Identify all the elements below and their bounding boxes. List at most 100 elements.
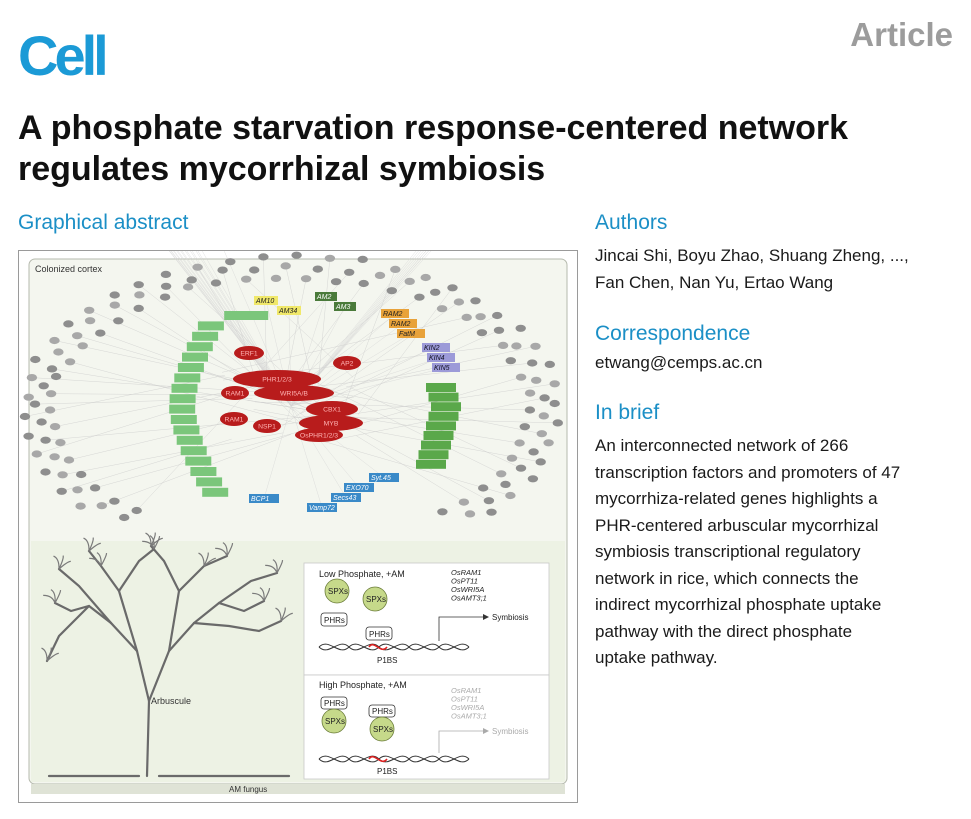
in-brief-line: symbiosis transcriptional regulatory: [595, 542, 861, 561]
promoter-dot: [134, 291, 145, 299]
gene-label-purple: KIN2: [424, 345, 440, 352]
network-edge: [165, 286, 316, 439]
promoter-dot: [291, 251, 302, 259]
tf-label: NSP1: [258, 424, 276, 431]
gene-label-box: [427, 353, 455, 362]
gene-label-right: NPF4.5: [426, 251, 450, 253]
promoter-dot: [506, 454, 518, 462]
fungus-hypha: [31, 784, 565, 794]
gene-label-box: [196, 477, 223, 487]
network-promoter-dots: [19, 251, 563, 522]
tf-node: [295, 428, 343, 442]
gene-label-left: OS5: [171, 251, 185, 253]
gene-label-left: PPI: [174, 251, 185, 253]
promoter-dot: [55, 439, 66, 447]
gene-label-box: [389, 319, 417, 328]
gene-label-box: [418, 450, 449, 460]
network-edge: [357, 287, 453, 415]
graphical-abstract-figure: Colonized cortex OS12/AM42AM39AM29AM25AM…: [18, 250, 578, 803]
promoter-dot: [344, 268, 355, 276]
promoter-dot: [23, 432, 34, 440]
promoter-dot: [357, 255, 368, 263]
gene-label-left: OS13: [196, 251, 214, 253]
arbuscule-twig: [203, 552, 209, 567]
gene-label-blue: BCP1: [251, 496, 269, 503]
in-brief-text: An interconnected network of 266 transcr…: [595, 433, 965, 672]
arbuscule-twig: [43, 594, 56, 604]
gene-label-left: AM39: [197, 251, 216, 253]
promoter-dot: [49, 453, 60, 461]
promoter-dot: [549, 399, 560, 408]
gene-label-box: [185, 456, 212, 466]
gene-label-left: OS7: [177, 251, 192, 253]
tf-node: [333, 356, 361, 370]
in-brief-line: uptake pathway.: [595, 648, 718, 667]
low-gene-name: OsRAM1: [451, 568, 481, 577]
arbuscule-twig: [198, 552, 205, 567]
promoter-dot: [527, 359, 538, 367]
gene-label-box: [192, 331, 219, 341]
article-title: A phosphate starvation response-centered…: [18, 108, 958, 190]
cortex-label: Colonized cortex: [35, 264, 103, 274]
gene-label-box: [171, 383, 198, 393]
promoter-dot: [515, 324, 526, 332]
gene-label-box: [428, 411, 459, 421]
tf-label: WRI5A/B: [280, 391, 308, 398]
arbuscule-twig: [89, 557, 102, 567]
in-brief-line: PHR-centered arbuscular mycorrhizal: [595, 515, 879, 535]
in-brief-line: mycorrhiza-related genes highlights a: [595, 489, 878, 508]
author-line-1: Jincai Shi, Boyu Zhao, Shuang Zheng, ...…: [595, 246, 909, 265]
high-gene-name: OsRAM1: [451, 686, 481, 695]
promoter-dot: [505, 491, 516, 500]
gene-label-right: SUT2: [426, 251, 444, 253]
fungus-label: AM fungus: [229, 785, 267, 794]
promoter-dot: [497, 341, 509, 349]
arbuscule-twigs: [41, 532, 293, 662]
high-phr-label-1: PHRs: [324, 699, 345, 708]
high-phosphate-panel: High Phosphate, +AM PHRs SPXs PHRs SPXs …: [303, 674, 550, 780]
low-gene-name: OsPT11: [451, 577, 478, 586]
promoter-dot: [500, 480, 511, 488]
gene-label-orange: RAM2: [391, 321, 411, 328]
arbuscule-twig: [150, 537, 163, 547]
promoter-dot: [436, 305, 448, 313]
gene-label-right: ABCB: [428, 251, 448, 253]
arbuscule-twig: [215, 547, 228, 557]
gene-label-box: [428, 392, 459, 402]
promoter-dot: [453, 298, 465, 306]
network-edge: [36, 373, 294, 455]
low-gene-name: OsWRI5A: [451, 585, 484, 594]
gene-label-blue: Secs43: [333, 495, 356, 502]
gene-label-orange: FatM: [399, 331, 415, 338]
journal-logo[interactable]: Cell: [18, 24, 109, 87]
gene-label-left: CS3: [170, 251, 184, 253]
gene-label-box: [369, 473, 399, 482]
gene-label-left: OS6: [173, 251, 187, 253]
arbuscule-twig: [259, 587, 265, 602]
network-edge: [222, 270, 256, 380]
promoter-dot: [186, 276, 197, 284]
promoter-dot: [160, 282, 172, 290]
gene-label-right: HAK3: [429, 251, 447, 253]
promoter-dot: [461, 313, 472, 321]
correspondence-email[interactable]: etwang@cemps.ac.cn: [595, 353, 763, 372]
promoter-dot: [44, 406, 56, 414]
tf-node: [220, 412, 248, 426]
graphical-abstract-heading: Graphical abstract: [18, 211, 189, 234]
promoter-dot: [26, 374, 38, 382]
promoter-dot: [29, 400, 41, 408]
tf-label: RAM1: [225, 417, 244, 424]
gene-label-left: OS11: [190, 251, 207, 253]
promoter-dot: [524, 389, 536, 397]
network-edge: [263, 405, 292, 499]
arbuscule-twig: [145, 532, 152, 547]
in-brief-line: An interconnected network of 266: [595, 436, 849, 455]
tf-node: [299, 415, 363, 431]
tf-label: OsPHR1/2/3: [300, 433, 338, 440]
gene-label-box: [173, 425, 200, 435]
network-center-tfs: PHR1/2/3WRI5A/BERF1RAM1RAM1CBX1AP2MYBNSP…: [220, 346, 363, 442]
arbuscule-twig: [41, 647, 48, 662]
promoter-dot: [519, 423, 530, 431]
gene-label-blue: EXO70: [346, 485, 369, 492]
